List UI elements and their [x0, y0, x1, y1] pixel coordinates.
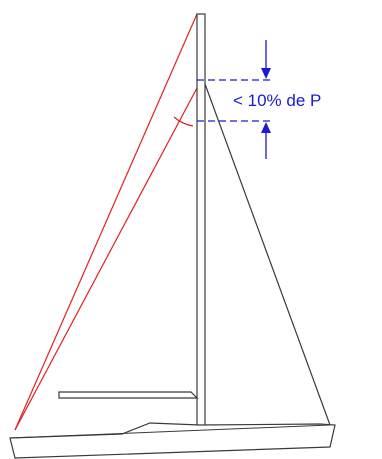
mast [196, 13, 206, 427]
hull [9, 422, 336, 459]
dimension-annotation: < 10% de P [197, 40, 321, 159]
top-arrow-head [261, 68, 271, 79]
sail-leech-lines [14, 13, 198, 431]
boom [58, 391, 199, 399]
bottom-arrow-head [261, 122, 271, 133]
masthead-leech-line [14, 13, 198, 431]
forestay-line [204, 83, 331, 426]
deck-line [9, 424, 331, 439]
angle-arc [173, 116, 194, 127]
dimension-label: < 10% de P [233, 91, 321, 110]
fractional-leech-line [14, 87, 198, 431]
